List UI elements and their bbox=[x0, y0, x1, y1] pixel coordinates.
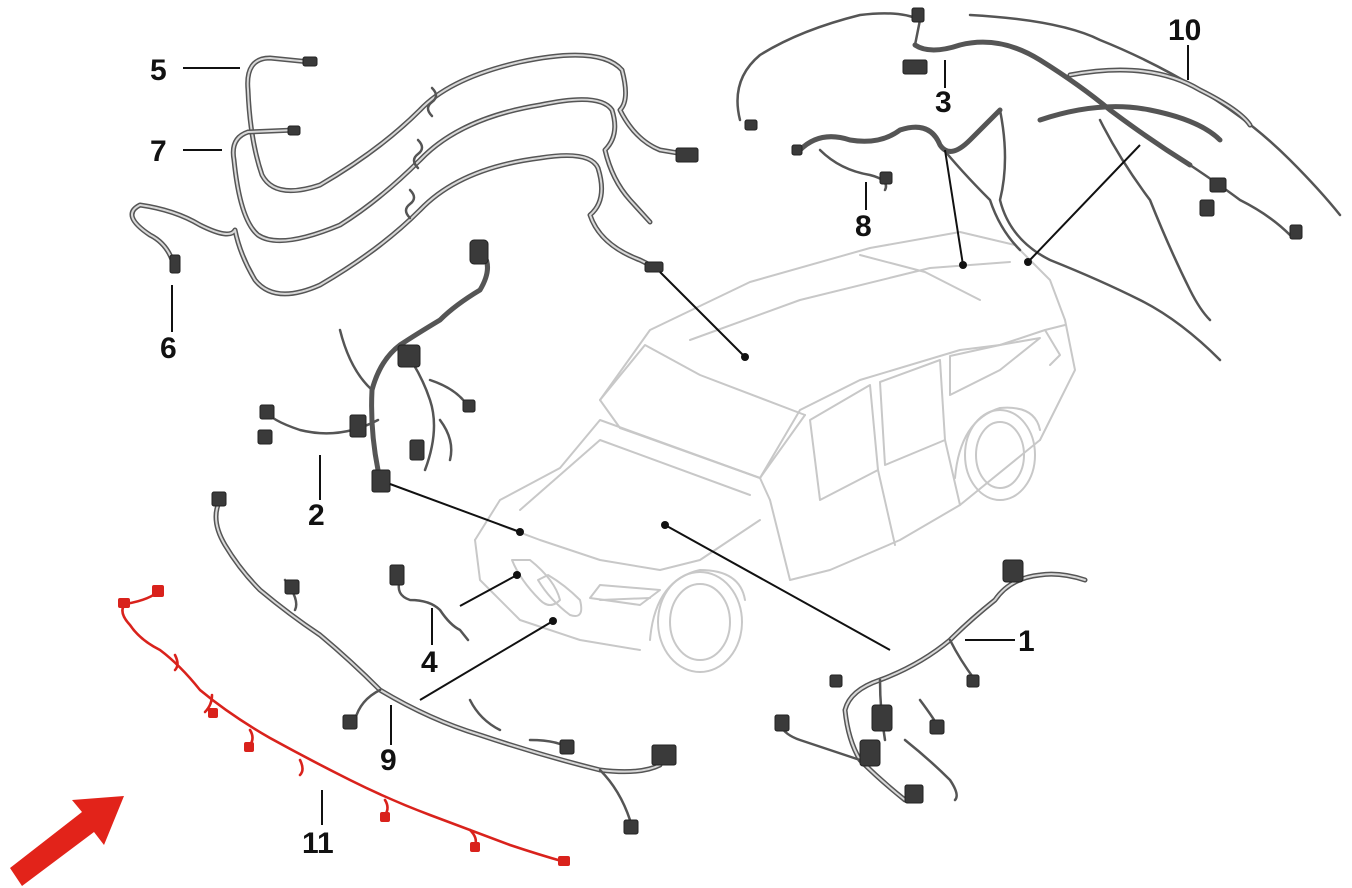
harness-9[interactable] bbox=[211, 491, 677, 835]
label-6: 6 bbox=[160, 332, 177, 365]
harness-3[interactable] bbox=[736, 7, 1303, 362]
harness-5[interactable] bbox=[245, 52, 699, 194]
label-8: 8 bbox=[855, 210, 872, 243]
label-5: 5 bbox=[150, 54, 167, 87]
harness-11-highlighted[interactable] bbox=[118, 585, 570, 866]
car-outline bbox=[474, 231, 1076, 673]
harness-10[interactable] bbox=[968, 13, 1342, 217]
label-11: 11 bbox=[302, 827, 334, 860]
harness-6[interactable] bbox=[129, 153, 664, 297]
harness-4[interactable] bbox=[389, 564, 470, 642]
label-9: 9 bbox=[380, 744, 397, 777]
highlight-arrow bbox=[10, 796, 124, 886]
label-1: 1 bbox=[1018, 625, 1035, 658]
label-4: 4 bbox=[421, 646, 438, 679]
label-3: 3 bbox=[935, 86, 952, 119]
part-labels: 5 7 6 2 3 10 8 4 9 11 1 bbox=[150, 14, 1201, 860]
break-marks bbox=[404, 86, 438, 220]
harness-2[interactable] bbox=[257, 239, 490, 493]
label-7: 7 bbox=[150, 135, 167, 168]
harness-7[interactable] bbox=[230, 97, 653, 244]
label-2: 2 bbox=[308, 499, 325, 532]
label-10: 10 bbox=[1168, 14, 1201, 47]
harness-1[interactable] bbox=[774, 559, 1088, 804]
harness-8[interactable] bbox=[791, 107, 1022, 252]
leader-lines bbox=[171, 45, 1189, 825]
